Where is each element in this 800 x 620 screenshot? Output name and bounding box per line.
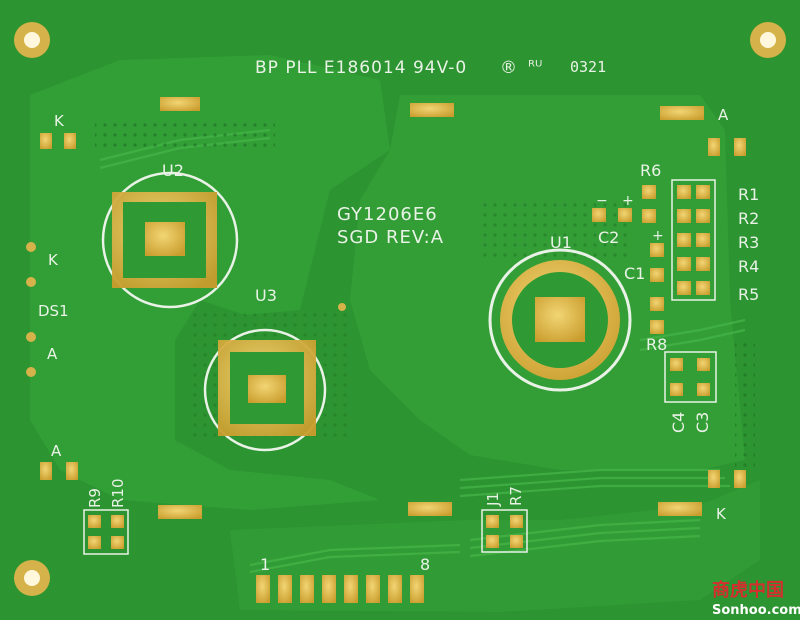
edge-connector (256, 575, 424, 603)
label-ds1: DS1 (38, 302, 69, 320)
pad-top-1 (160, 97, 200, 111)
label-plus-1: + (622, 193, 634, 209)
ul-mark: ᴿᵁ (528, 57, 542, 76)
label-u3: U3 (255, 286, 277, 305)
label-a-mid-left: A (47, 345, 58, 363)
pad-a-top-right-2 (734, 138, 746, 156)
resistor-array (671, 179, 716, 301)
pad-top-2 (410, 103, 454, 117)
pad-bottom-1 (158, 505, 202, 519)
date-code: 0321 (570, 58, 606, 76)
pad-k-top-left (40, 133, 52, 149)
label-pin-last: 8 (420, 555, 430, 574)
pad-k-right-2 (734, 470, 746, 488)
pad-k-right-1 (708, 470, 720, 488)
via-field-u2 (95, 120, 275, 150)
mounting-hole-top-left (14, 22, 50, 58)
label-r6: R6 (640, 161, 661, 180)
label-j1: J1 (484, 492, 502, 507)
ic-u1 (488, 248, 632, 392)
label-c1: C1 (624, 264, 645, 283)
label-c2: C2 (598, 228, 619, 247)
part-number: GY1206E6 (337, 204, 438, 225)
label-a-bottom-left: A (51, 442, 62, 460)
label-r8: R8 (646, 335, 667, 354)
label-k-bottom-right: K (716, 505, 727, 523)
ic-u3 (203, 328, 327, 452)
label-plus-2: + (652, 228, 664, 244)
label-r9: R9 (86, 488, 104, 508)
led-pins-left (26, 242, 36, 377)
label-k-top-left: K (54, 112, 65, 130)
mounting-hole-top-right (750, 22, 786, 58)
label-c4: C4 (669, 412, 688, 433)
j1-r7-pads (481, 509, 528, 553)
r6-pads (642, 185, 656, 223)
fiducial (338, 303, 346, 311)
registered-mark: ® (500, 58, 517, 78)
label-u2: U2 (162, 161, 184, 180)
pad-a-bottom-left-1 (40, 462, 52, 480)
ic-u2 (101, 171, 239, 309)
pad-bottom-3 (658, 502, 702, 516)
mounting-hole-bottom-left (14, 560, 50, 596)
label-u1: U1 (550, 233, 572, 252)
c3-c4-pads (664, 351, 717, 403)
label-r1: R1 (738, 185, 759, 204)
label-r10: R10 (109, 478, 127, 508)
label-r7: R7 (507, 486, 525, 506)
watermark-cn: 商虎中国 (712, 579, 784, 601)
label-a-top-right: A (718, 106, 729, 124)
via-field-right (735, 340, 755, 470)
label-r5: R5 (738, 285, 759, 304)
pad-k-top-left-2 (64, 133, 76, 149)
header-code: BP PLL E186014 94V-0 (255, 58, 467, 78)
c1-pads (650, 243, 664, 282)
r8-pads (650, 297, 664, 334)
pad-a-top-right-1 (708, 138, 720, 156)
label-r2: R2 (738, 209, 759, 228)
label-pin-first: 1 (260, 555, 270, 574)
label-k-mid-left: K (48, 251, 59, 269)
pad-top-3 (660, 106, 704, 120)
watermark-site: Sonhoo.com (712, 603, 800, 618)
label-minus-1: − (596, 193, 608, 209)
label-r4: R4 (738, 257, 759, 276)
pad-a-bottom-left-2 (66, 462, 78, 480)
r9-r10-pads (83, 509, 129, 555)
label-c3: C3 (693, 412, 712, 433)
pad-bottom-2 (408, 502, 452, 516)
label-r3: R3 (738, 233, 759, 252)
revision: SGD REV:A (337, 227, 444, 248)
c2-pads (592, 208, 632, 222)
